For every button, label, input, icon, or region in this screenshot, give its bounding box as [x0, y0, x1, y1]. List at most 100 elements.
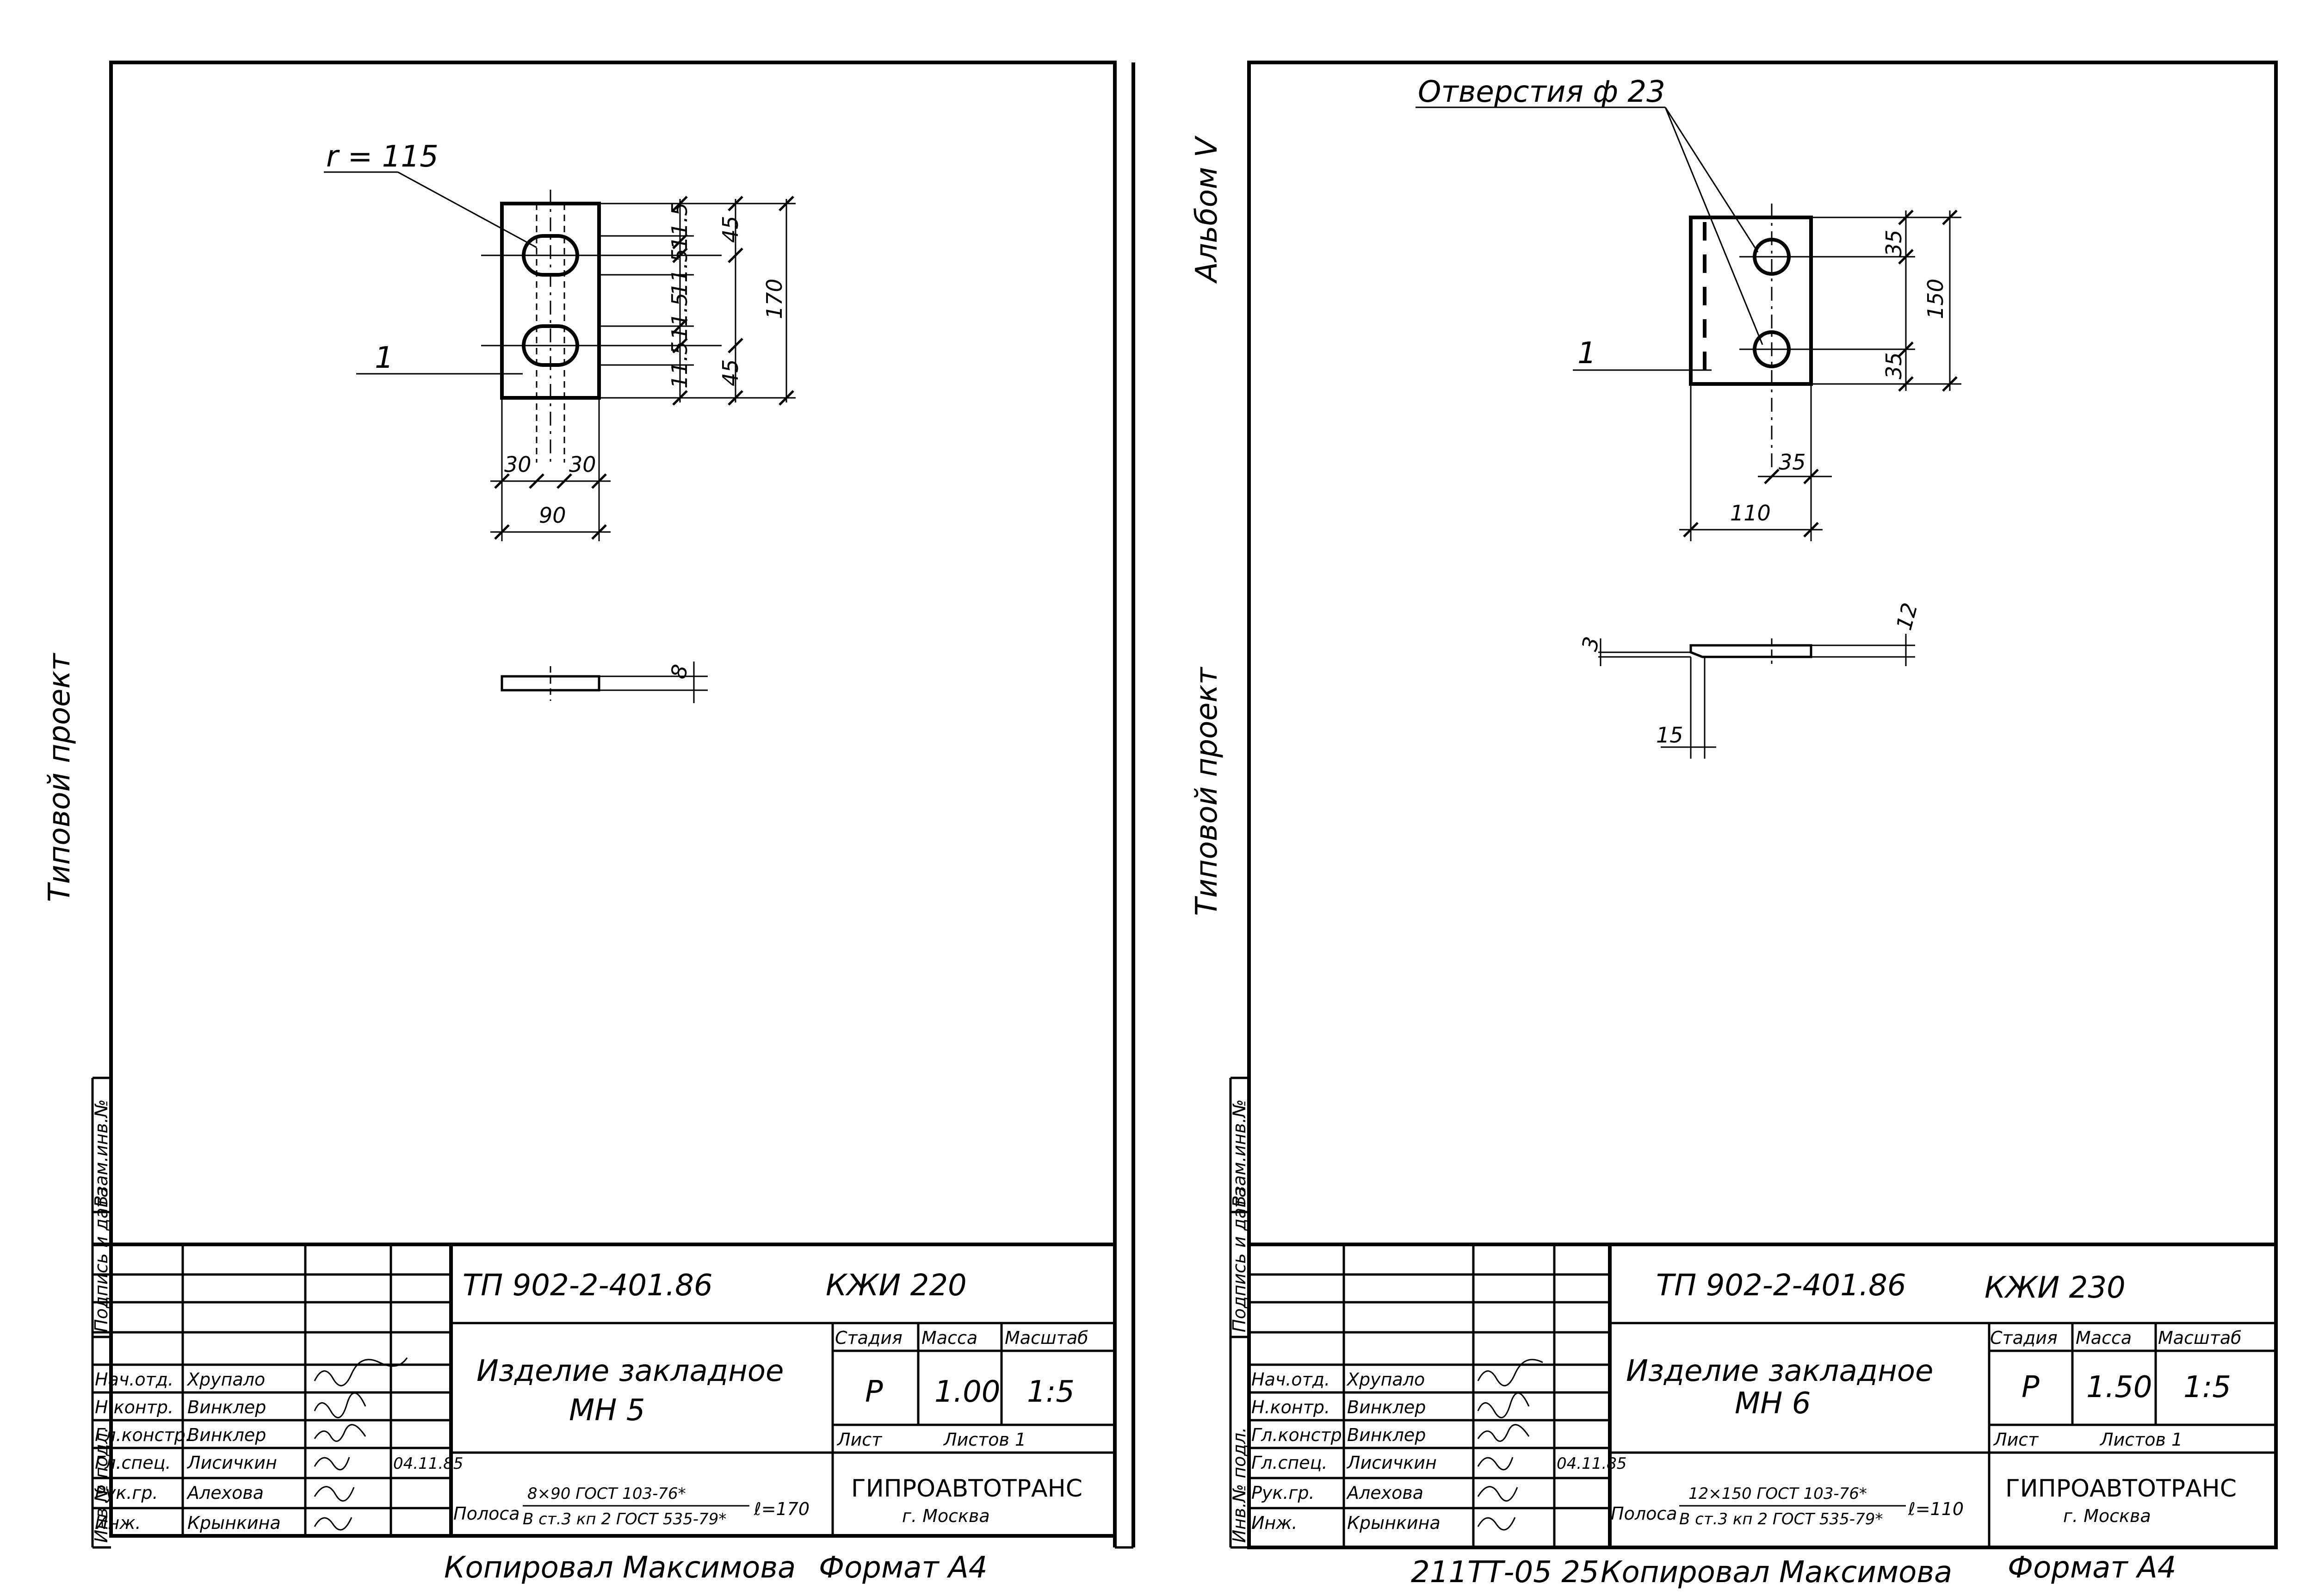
sheet-code-r: КЖИ 230: [1985, 1271, 2126, 1305]
role-3: Гл.констр.: [95, 1425, 191, 1445]
hdr-mass-r: Масса: [2076, 1328, 2132, 1348]
scale-value-r: 1:5: [2183, 1370, 2231, 1404]
dim-45-bottom: 45: [718, 359, 743, 386]
role-1-r: Нач.отд.: [1251, 1369, 1330, 1390]
sign-date-r: 04.11.85: [1557, 1454, 1626, 1473]
org-name-r: ГИПРОАВТОТРАНС: [2005, 1475, 2237, 1503]
role-5: Рук.гр.: [95, 1483, 158, 1503]
dim-35-top: 35: [1881, 229, 1906, 257]
material-top: 8×90 ГОСТ 103-76*: [527, 1485, 686, 1503]
sheets-count: Листов 1: [943, 1429, 1026, 1450]
dim-110: 110: [1730, 501, 1771, 526]
signature-6: [314, 1517, 352, 1531]
dim-170: 170: [762, 278, 787, 319]
footer-number: 211ТТ-05 25: [1411, 1555, 1599, 1590]
title-block-left: ТП 902-2-401.86 КЖИ 220 Изделие закладно…: [93, 1243, 1115, 1536]
sheet-code: КЖИ 220: [826, 1268, 967, 1303]
dim-45-top: 45: [718, 216, 743, 243]
role-4-r: Гл.спец.: [1251, 1453, 1328, 1473]
dim-bevel: 3: [1577, 634, 1604, 654]
mass-value: 1.00: [934, 1375, 1001, 1409]
org-city: г. Москва: [902, 1506, 990, 1526]
signature-5: [314, 1486, 355, 1502]
material-length-r: ℓ=110: [1908, 1499, 1964, 1519]
right-sheet: Инв.№ подл. Подпись и дата Взам.инв.№ Ти…: [1190, 61, 2278, 1590]
stamp-inv-r: Инв.№ подл.: [1229, 1427, 1249, 1543]
signature-2: [314, 1392, 366, 1418]
signature-3-r: [1477, 1424, 1530, 1442]
footer-format-r: Формат А4: [2008, 1551, 2176, 1585]
part-mn5-section: 8: [501, 662, 708, 703]
dim-90: 90: [539, 503, 566, 528]
material-prefix: Полоса: [453, 1503, 520, 1524]
sheet-label-r: Лист: [1993, 1429, 2039, 1450]
dim-bevel-len: 15: [1656, 723, 1683, 748]
project-code: ТП 902-2-401.86: [463, 1268, 713, 1303]
hdr-mass: Масса: [921, 1328, 977, 1348]
dim-11-5-b: 11.5: [667, 249, 692, 296]
footer-format: Формат А4: [819, 1551, 988, 1585]
part-mn5-plan: 45 11.5 11.5 11.5 11.5 45 170 30 30 90 r…: [324, 140, 796, 541]
signature-2-r: [1477, 1392, 1530, 1418]
name-6-r: Крынкина: [1347, 1513, 1441, 1533]
signature-3: [314, 1424, 366, 1442]
stage-value-r: Р: [2022, 1370, 2040, 1404]
album-label: Альбом V: [1190, 135, 1224, 284]
hdr-scale-r: Масштаб: [2158, 1328, 2242, 1348]
dim-35-bottom: 35: [1881, 352, 1906, 379]
sign-date: 04.11.85: [393, 1454, 463, 1473]
section-outline-r: [1689, 644, 1812, 658]
name-5-r: Алехова: [1346, 1483, 1423, 1503]
material-prefix-r: Полоса: [1611, 1503, 1677, 1524]
hdr-stage-r: Стадия: [1990, 1328, 2058, 1348]
role-5-r: Рук.гр.: [1251, 1483, 1315, 1503]
holes-label: Отверстия ф 23: [1418, 75, 1665, 109]
role-1: Нач.отд.: [95, 1369, 173, 1390]
side-label-r: Типовой проект: [1190, 667, 1224, 916]
material-bottom: В ст.3 кп 2 ГОСТ 535-79*: [523, 1510, 726, 1528]
part-mn6-plan: 35 35 150 35 110 Отверстия ф 23 1: [1416, 75, 1961, 541]
name-4: Лисичкин: [186, 1453, 277, 1473]
sheet-label: Лист: [836, 1429, 883, 1450]
org-city-r: г. Москва: [2063, 1506, 2151, 1526]
dim-thickness-r: 12: [1891, 600, 1922, 633]
title-block-right: ТП 902-2-401.86 КЖИ 230 Изделие закладно…: [1247, 1243, 2278, 1549]
signature-6-r: [1477, 1517, 1516, 1531]
role-6-r: Инж.: [1251, 1513, 1298, 1533]
name-3: Винклер: [187, 1425, 266, 1445]
dim-11-5-d: 11.5: [667, 341, 692, 389]
role-2-r: Н.контр.: [1251, 1397, 1330, 1417]
stamp-replace: Взам.инв.№: [91, 1099, 111, 1207]
role-2: Н.контр.: [95, 1397, 173, 1417]
right-frame: [1247, 61, 2278, 1246]
material-top-r: 12×150 ГОСТ 103-76*: [1688, 1485, 1867, 1503]
title-line1: Изделие закладное: [476, 1354, 784, 1388]
scale-value: 1:5: [1027, 1375, 1075, 1409]
stamp-sign: Подпись и дата: [91, 1187, 111, 1332]
hdr-scale: Масштаб: [1005, 1328, 1088, 1348]
role-3-r: Гл.констр.: [1251, 1425, 1348, 1445]
name-1-r: Хрупало: [1346, 1369, 1425, 1390]
title-line2-r: МН 6: [1735, 1386, 1811, 1421]
radius-label: r = 115: [326, 140, 439, 174]
dim-35-h: 35: [1779, 450, 1806, 475]
footer-copy: Копировал Максимова: [444, 1551, 796, 1585]
stamp-replace-r: Взам.инв.№: [1229, 1099, 1249, 1207]
dim-150: 150: [1923, 278, 1948, 319]
stamp-sign-r: Подпись и дата: [1229, 1187, 1249, 1332]
dim-30-left: 30: [504, 452, 532, 477]
role-4: Гл.спец.: [95, 1453, 171, 1473]
dim-11-5-c: 11.5: [667, 293, 692, 340]
name-1: Хрупало: [186, 1369, 265, 1390]
signature-4-r: [1477, 1457, 1514, 1471]
name-3-r: Винклер: [1347, 1425, 1426, 1445]
title-line2: МН 5: [569, 1393, 645, 1428]
dim-30-right: 30: [569, 452, 596, 477]
signature-1: [314, 1357, 408, 1386]
name-4-r: Лисичкин: [1346, 1453, 1437, 1473]
sheets-count-r: Листов 1: [2099, 1429, 2183, 1450]
name-5: Алехова: [186, 1483, 264, 1503]
part-label: 1: [375, 341, 394, 375]
title-line1-r: Изделие закладное: [1626, 1354, 1933, 1388]
